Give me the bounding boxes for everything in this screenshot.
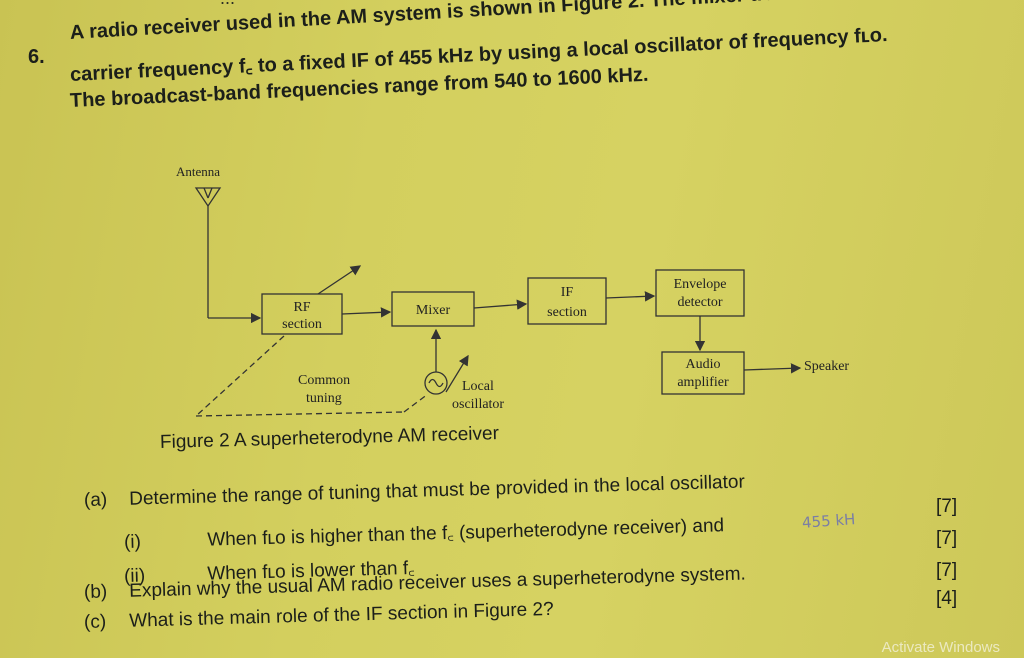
cropped-text-fragment: ... <box>220 0 235 9</box>
mark-c: [4] <box>936 588 958 609</box>
mark-a-ii: [7] <box>936 528 958 549</box>
common-tuning-label-line1: Common <box>298 373 350 388</box>
superheterodyne-block-diagram: Antenna RF section Mixer IF section Enve… <box>176 164 849 417</box>
part-a: (a) Determine the range of tuning that m… <box>84 472 745 512</box>
antenna-icon <box>194 187 222 208</box>
envelope-label-line1: Envelope <box>674 277 727 292</box>
audio-label-line2: amplifier <box>677 375 729 390</box>
mark-b: [7] <box>936 560 958 581</box>
mixer-box <box>391 291 475 327</box>
part-a-i-label: (i) <box>123 531 142 553</box>
part-a-label: (a) <box>83 489 108 511</box>
local-oscillator-label-line2: oscillator <box>452 397 504 412</box>
part-c-text: What is the main role of the IF section … <box>128 598 554 632</box>
common-tuning-label-line2: tuning <box>306 391 342 406</box>
mixer-label: Mixer <box>416 303 451 318</box>
part-a-i-text: When fʟᴏ is higher than the f꜀ (superhet… <box>206 515 725 551</box>
activate-windows-watermark: Activate Windows <box>881 639 1000 656</box>
mark-a-i: [7] <box>936 496 958 517</box>
part-b-label: (b) <box>83 581 108 603</box>
envelope-label-line2: detector <box>677 295 722 310</box>
question-number: 6. <box>28 46 45 68</box>
if-label-line1: IF <box>561 285 574 300</box>
rf-label-line2: section <box>282 317 322 332</box>
local-oscillator-label-line1: Local <box>462 379 494 394</box>
antenna-label: Antenna <box>176 164 220 179</box>
part-c: (c) What is the main role of the IF sect… <box>84 599 554 634</box>
part-a-i: (i) When fʟᴏ is higher than the f꜀ (supe… <box>124 511 725 554</box>
part-c-label: (c) <box>83 611 107 633</box>
if-section-box <box>527 277 607 325</box>
speaker-label: Speaker <box>804 359 849 374</box>
audio-amplifier-box <box>661 351 745 395</box>
if-label-line2: section <box>547 305 587 320</box>
handwritten-note: 455 kH <box>801 510 856 532</box>
part-a-text: Determine the range of tuning that must … <box>128 471 746 510</box>
rf-label-line1: RF <box>293 300 310 315</box>
audio-label-line1: Audio <box>686 357 721 372</box>
